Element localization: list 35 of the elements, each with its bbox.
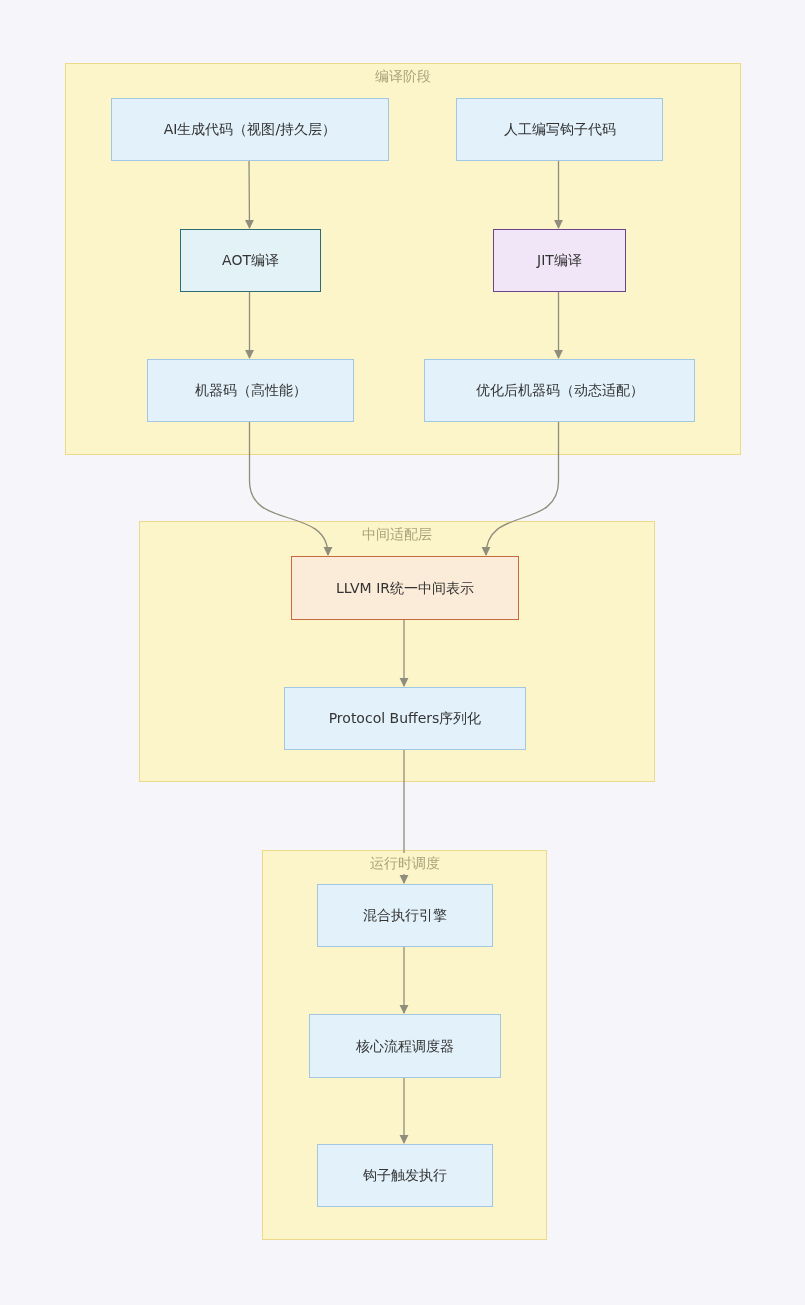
arrow: [244, 290, 255, 359]
group-panel: [262, 850, 547, 1240]
box-label: Protocol Buffers序列化: [328, 709, 482, 728]
box-label: LLVM IR统一中间表示: [336, 578, 474, 598]
box-label: 钩子触发执行: [363, 1166, 447, 1185]
arrow: [248, 420, 332, 556]
process-box: [111, 98, 389, 161]
box-label: 机器码（高性能）: [194, 381, 307, 400]
process-box: [317, 884, 493, 947]
process-box: [456, 98, 663, 161]
arrow: [399, 618, 409, 687]
process-box: [309, 1014, 501, 1078]
box-label: 混合执行引擎: [363, 906, 447, 925]
process-box: [180, 229, 321, 292]
group-panel: [65, 63, 741, 455]
process-box: [493, 229, 626, 292]
box-label: 优化后机器码（动态适配）: [475, 381, 644, 400]
process-box: [284, 687, 526, 750]
arrow: [244, 159, 254, 229]
box-label: 人工编写钩子代码: [503, 120, 616, 139]
process-box: [317, 1144, 493, 1207]
process-box: [424, 359, 695, 422]
process-box: [291, 556, 519, 620]
process-box: [147, 359, 354, 422]
box-label: AOT编译: [222, 251, 279, 270]
arrow: [399, 1076, 409, 1144]
box-label: AI生成代码（视图/持久层）: [163, 120, 337, 139]
arrow: [553, 290, 564, 359]
arrow: [399, 748, 409, 884]
arrow: [482, 420, 560, 556]
box-label: JIT编译: [537, 251, 582, 270]
group-panel: [139, 521, 655, 782]
arrow: [553, 159, 564, 229]
box-label: 核心流程调度器: [356, 1036, 454, 1056]
arrow: [399, 945, 409, 1014]
